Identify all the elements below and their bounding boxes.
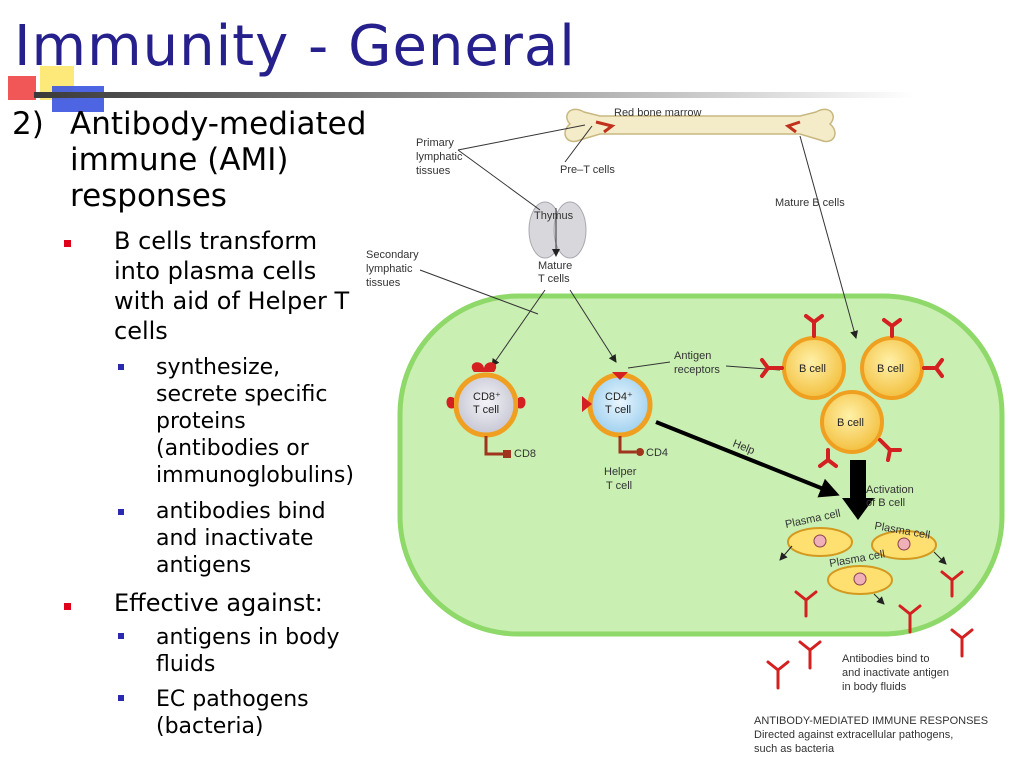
label-primary-1: Primary: [416, 137, 454, 149]
title-underline: [34, 92, 914, 98]
corner-square-blue: [52, 86, 104, 112]
label-helper-1: Helper: [604, 466, 637, 478]
outline-item-2-text: Antibody-mediated immune (AMI) responses: [70, 106, 367, 214]
page-title: Immunity - General: [14, 14, 576, 79]
label-primary-2: lymphatic: [416, 151, 463, 163]
label-secondary-2: lymphatic: [366, 263, 413, 275]
bone-icon: [564, 108, 836, 143]
label-cd8-marker: CD8: [514, 448, 536, 460]
bullet-icon: [118, 509, 124, 515]
label-cd8-cell-1: CD8⁺: [473, 391, 501, 403]
label-bind-1: Antibodies bind to: [842, 653, 929, 665]
cd4-t-cell: [582, 372, 653, 456]
secondary-lymphatic-tissue: [397, 293, 1005, 637]
thymus-icon: [528, 201, 587, 259]
sub-bullet-bind: antibodies bind and inactivate antigens: [156, 499, 326, 578]
label-bind-3: in body fluids: [842, 681, 907, 693]
sub-bullet-synthesize: synthesize, secrete specific proteins (a…: [156, 355, 354, 488]
bullet-b-cells: B cells transform into plasma cells with…: [114, 227, 350, 345]
label-secondary-1: Secondary: [366, 249, 419, 261]
bullet-icon: [118, 695, 124, 701]
label-b-cell-1: B cell: [799, 363, 826, 375]
bullet-icon: [64, 240, 71, 247]
bullet-effective: Effective against:: [114, 589, 323, 617]
label-cd8-cell-2: T cell: [473, 404, 499, 416]
label-cd4-marker: CD4: [646, 447, 668, 459]
label-antigen-receptors-1: Antigen: [674, 350, 711, 362]
cd8-t-cell: [446, 362, 526, 458]
label-primary-3: tissues: [416, 165, 451, 177]
label-antigen-receptors-2: receptors: [674, 364, 720, 376]
label-secondary-3: tissues: [366, 277, 401, 289]
corner-square-red: [8, 76, 36, 100]
label-bind-2: and inactivate antigen: [842, 667, 949, 679]
label-cd4-cell-2: T cell: [605, 404, 631, 416]
antibodies: [766, 570, 974, 690]
sub-bullet-ec-pathogens: EC pathogens (bacteria): [156, 687, 309, 739]
label-cd4-cell-1: CD4⁺: [605, 391, 633, 403]
label-red-bone-marrow: Red bone marrow: [614, 107, 701, 119]
b-cell-group: [760, 314, 944, 468]
label-pre-t: Pre–T cells: [560, 164, 615, 176]
label-mature-t-1: Mature: [538, 260, 572, 272]
bullet-icon: [64, 603, 71, 610]
label-mature-t-2: T cells: [538, 273, 570, 285]
label-b-cell-3: B cell: [837, 417, 864, 429]
caption-title: ANTIBODY-MEDIATED IMMUNE RESPONSES: [754, 715, 988, 727]
bullet-icon: [118, 364, 124, 370]
label-mature-b: Mature B cells: [775, 197, 845, 209]
label-thymus: Thymus: [534, 210, 574, 222]
outline-item-2-number: 2): [12, 106, 44, 142]
help-arrow: [655, 420, 840, 498]
activation-arrow: [842, 460, 874, 520]
label-activation-2: of B cell: [866, 497, 905, 509]
caption-line-3: such as bacteria: [754, 743, 835, 755]
sub-bullet-body-fluids: antigens in body fluids: [156, 625, 340, 677]
label-b-cell-2: B cell: [877, 363, 904, 375]
bullet-icon: [118, 633, 124, 639]
label-activation-1: Activation: [866, 484, 914, 496]
plasma-cells: [787, 527, 937, 595]
caption-line-2: Directed against extracellular pathogens…: [754, 729, 953, 741]
label-helper-2: T cell: [606, 480, 632, 492]
